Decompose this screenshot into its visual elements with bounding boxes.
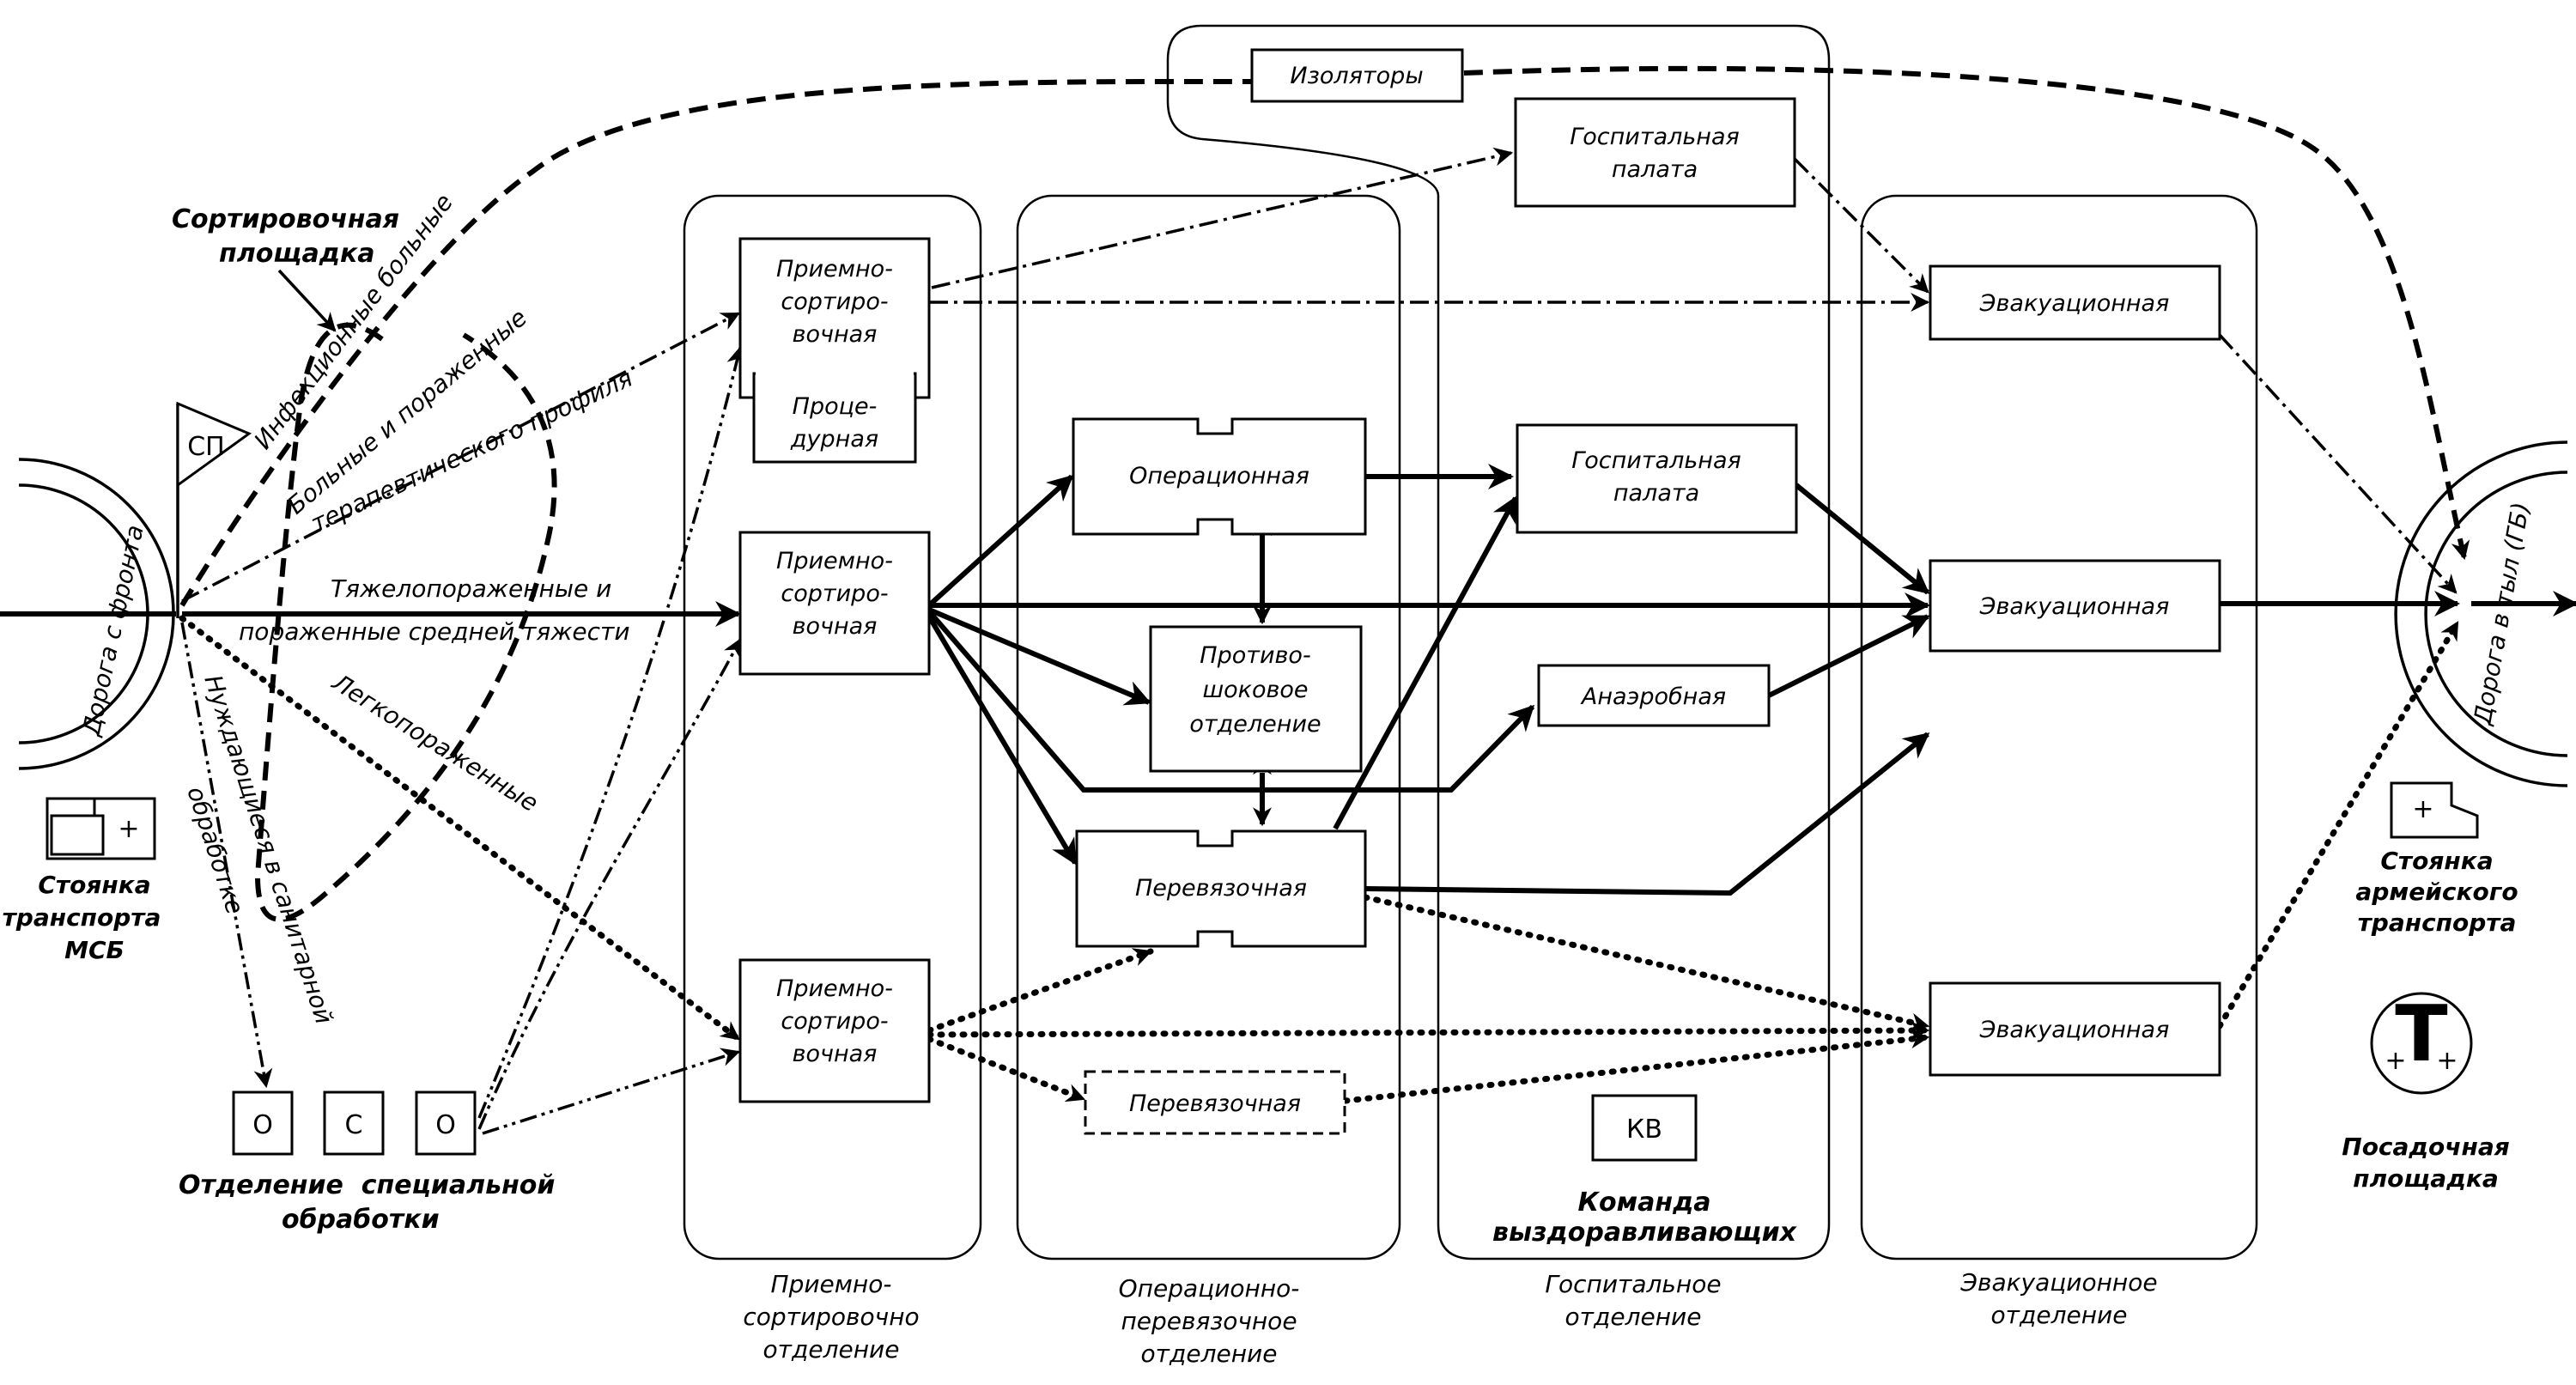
svg-text:вочная: вочная [793,613,878,640]
caption-recovery-team-1: Команда [1577,1188,1710,1218]
caption-army-transport-2: армейского [2355,878,2518,906]
caption-landing-site-2: площадка [2353,1164,2498,1193]
department-containers [683,24,2258,1260]
svg-text:вочная: вочная [793,321,878,348]
svg-text:Операционная: Операционная [1129,463,1309,489]
hospital-department-frame [1166,24,1831,1260]
node-dressing-room-1: Перевязочная [1075,829,1367,948]
svg-text:СП: СП [187,432,225,462]
operating-department-frame [1016,194,1401,1260]
svg-text:Приемно-: Приемно- [776,256,893,282]
sorting-post-flag: СП [176,401,252,618]
caption-special-treatment-1: Отделение специальной [179,1170,555,1200]
reception-department-frame [683,194,982,1260]
dept-operating-1: Операционно- [1119,1274,1300,1303]
node-hospital-ward-top: Госпитальная палата [1514,97,1796,208]
caption-sorting-area-2: площадка [219,239,375,269]
node-anaerobic: Анаэробная [1537,664,1771,727]
svg-text:сортиро-: сортиро- [781,1008,888,1035]
svg-text:вочная: вочная [793,1041,878,1067]
svg-text:Анаэробная: Анаэробная [1580,683,1726,710]
svg-text:КВ: КВ [1626,1115,1662,1145]
node-antishock: Противо- шоковое отделение [1149,625,1363,773]
node-evacuation-3: Эвакуационная [1929,981,2221,1077]
node-procedure-room: Проце- дурная [752,368,917,464]
svg-text:Приемно-: Приемно- [776,548,893,574]
caption-msb-transport-1: Стоянка [38,871,150,899]
node-reception-sorting-3: Приемно- сортиро- вочная [738,958,931,1103]
svg-text:шоковое: шоковое [1202,677,1308,703]
caption-army-transport-1: Стоянка [2380,847,2493,875]
svg-text:дурная: дурная [790,426,878,453]
caption-sorting-area-1: Сортировочная [172,204,399,234]
svg-text:Противо-: Противо- [1200,642,1310,669]
caption-msb-transport-2: транспорта [3,903,161,932]
label-severe-2: пораженные средней тяжести [239,617,630,646]
dept-reception-2: сортировочно [743,1303,919,1331]
svg-text:+: + [118,814,139,844]
svg-text:Госпитальная: Госпитальная [1571,447,1741,474]
caption-msb-transport-3: МСБ [64,936,125,964]
sorting-area-pointer [277,269,337,332]
caption-army-transport-3: транспорта [2358,908,2517,937]
road-from-front [0,458,176,770]
label-severe-1: Тяжелопораженные и [331,574,611,603]
svg-text:+: + [2412,794,2433,824]
flow-lines [179,65,2470,1135]
road-to-rear [2394,440,2576,787]
dept-evacuation-2: отделение [1991,1301,2128,1329]
svg-text:С: С [345,1110,363,1140]
svg-text:палата: палата [1612,156,1698,183]
svg-text:Эвакуационная: Эвакуационная [1979,290,2170,317]
army-ambulance-icon: + [2390,781,2479,839]
dept-hospital-1: Госпитальное [1545,1270,1721,1298]
svg-text:+: + [2385,1046,2406,1076]
node-isolators: Изоляторы [1250,48,1464,103]
label-road-to-rear: Дорога в тыл (ГБ) [2468,501,2535,729]
svg-text:+: + [2436,1046,2458,1076]
landing-pad-t: Т [2395,989,2447,1079]
isolators-label: Изоляторы [1290,63,1423,89]
evacuation-department-frame [1860,194,2258,1260]
dept-operating-2: перевязочное [1121,1307,1297,1335]
dept-operating-3: отделение [1141,1339,1278,1368]
node-operating-room: Операционная [1072,417,1367,536]
svg-text:сортиро-: сортиро- [781,289,888,315]
dept-reception-3: отделение [763,1335,900,1364]
node-recovery-team: КВ [1591,1094,1698,1162]
node-reception-sorting-2: Приемно- сортиро- вочная [738,531,931,676]
svg-text:Проце-: Проце- [793,393,878,420]
svg-text:Госпитальная: Госпитальная [1570,124,1740,150]
svg-text:отделение: отделение [1189,711,1321,738]
sorting-area-boundary [254,322,557,922]
special-treatment-units: О С О [232,1090,477,1156]
svg-text:Приемно-: Приемно- [776,975,893,1002]
svg-text:Эвакуационная: Эвакуационная [1979,1017,2170,1043]
label-road-from-front: Дорога с фронта [76,522,149,739]
landing-pad-icon: Т + + [2370,989,2473,1095]
ambulance-icon: + [46,797,156,860]
node-dressing-room-2: Перевязочная [1084,1070,1346,1135]
svg-text:сортиро-: сортиро- [781,580,888,607]
svg-text:Перевязочная: Перевязочная [1135,875,1307,902]
caption-landing-site-1: Посадочная [2342,1133,2509,1161]
svg-text:палата: палата [1613,480,1699,507]
svg-text:О: О [252,1110,273,1140]
node-evacuation-1: Эвакуационная [1929,264,2221,341]
caption-recovery-team-2: выздоравливающих [1492,1218,1798,1248]
svg-text:Перевязочная: Перевязочная [1129,1090,1301,1117]
svg-text:О: О [435,1110,456,1140]
caption-special-treatment-2: обработки [282,1205,440,1235]
node-hospital-ward-mid: Госпитальная палата [1516,423,1798,534]
dept-evacuation-1: Эвакуационное [1959,1268,2157,1297]
dept-reception-1: Приемно- [771,1270,892,1298]
svg-text:Эвакуационная: Эвакуационная [1979,593,2170,620]
node-evacuation-2: Эвакуационная [1929,559,2221,653]
dept-hospital-2: отделение [1565,1303,1702,1331]
label-light: Легкопораженные [326,667,543,817]
